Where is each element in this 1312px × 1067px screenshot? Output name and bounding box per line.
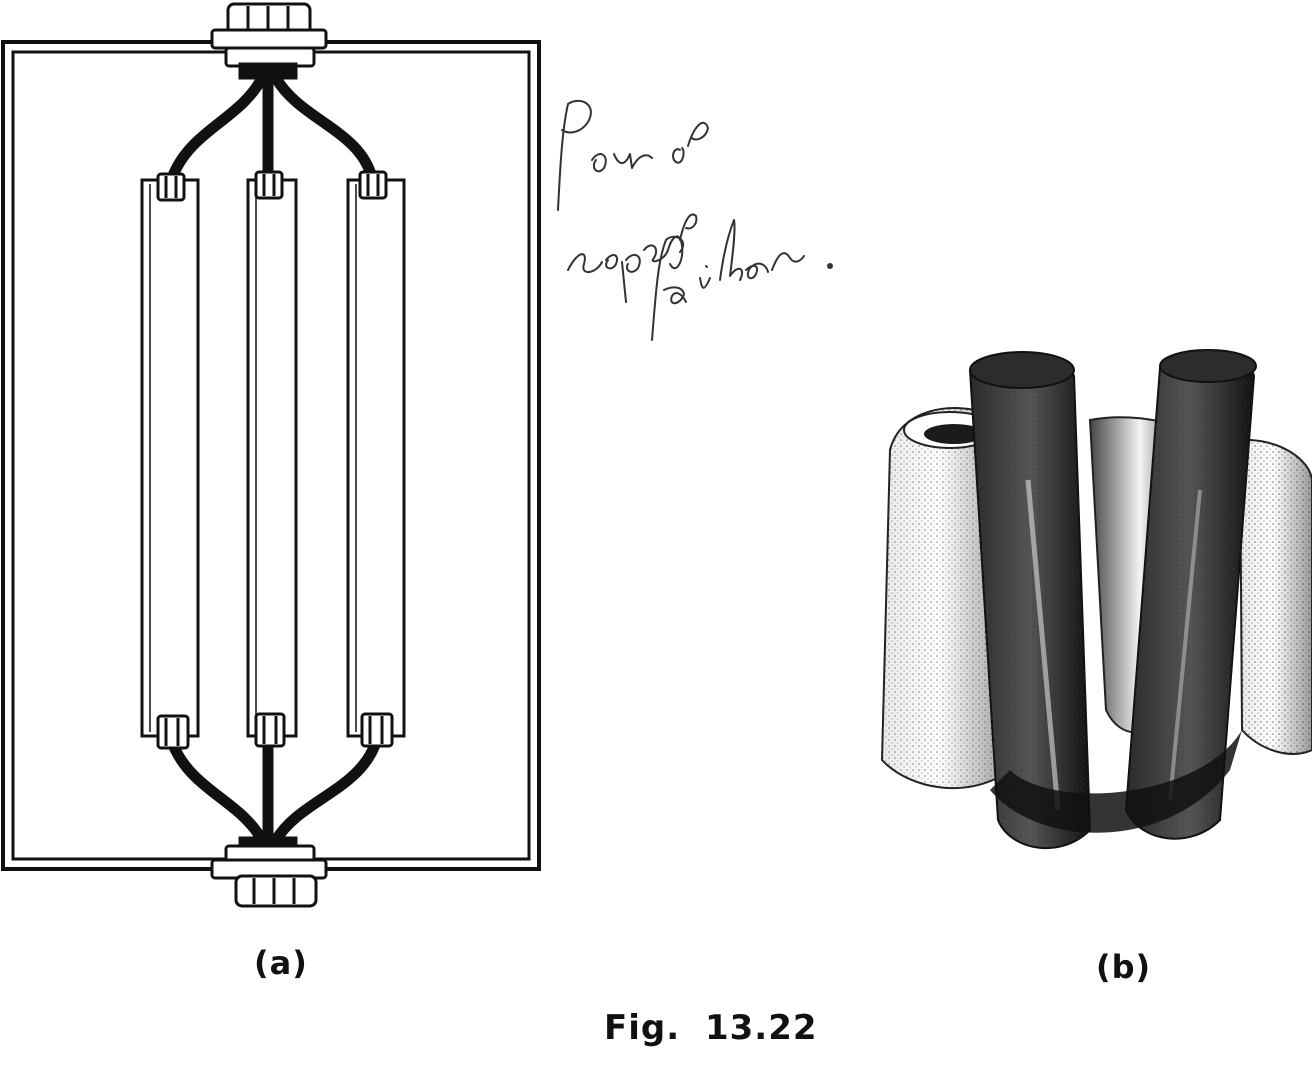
holder-with-tubes-illustration (880, 349, 1312, 850)
tube-right (346, 178, 406, 738)
tube-caps-top (156, 170, 388, 202)
bottom-leads (166, 736, 382, 846)
frame-with-tubes-diagram (1, 2, 541, 908)
tube-middle (246, 178, 298, 738)
figure-caption: Fig. 13.22 (604, 1008, 818, 1048)
base-shadow (990, 730, 1242, 833)
panel-b-illustration (870, 330, 1312, 930)
panel-b-label: (b) (1096, 948, 1152, 986)
tube-left-dark (968, 351, 1092, 850)
ceramic-body-right (1238, 438, 1312, 755)
tube-right-dark (1124, 349, 1257, 840)
handwritten-note (540, 90, 900, 360)
top-terminal (210, 2, 328, 80)
tube-caps-bottom (156, 712, 394, 750)
top-leads (166, 72, 378, 184)
panel-a-label: (a) (254, 944, 308, 982)
tube-left (140, 178, 200, 738)
bottom-terminal (210, 836, 328, 908)
panel-a-drawing (0, 0, 560, 920)
handwriting-scribble (557, 99, 833, 341)
